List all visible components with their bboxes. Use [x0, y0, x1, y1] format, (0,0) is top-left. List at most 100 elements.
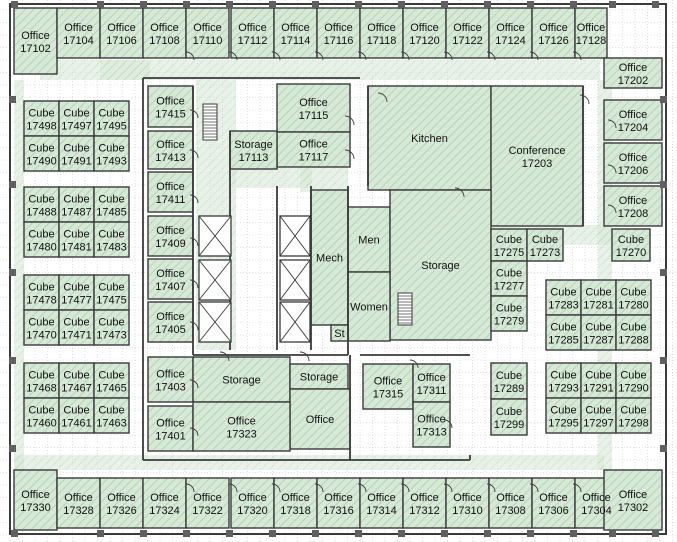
room-17471[interactable]: [58, 309, 95, 346]
room-17289[interactable]: [490, 362, 528, 400]
room-17497[interactable]: [58, 100, 95, 137]
room-17409[interactable]: [147, 215, 194, 257]
room-17126[interactable]: [531, 7, 576, 59]
room-17299[interactable]: [490, 398, 528, 436]
room-number-label: 17497: [61, 121, 92, 133]
room-17306[interactable]: [531, 477, 576, 529]
room-17273[interactable]: [526, 228, 564, 262]
room-17208[interactable]: [603, 185, 663, 227]
room-17478[interactable]: [23, 274, 60, 311]
room-17293[interactable]: [545, 362, 582, 399]
room-17405[interactable]: [147, 301, 194, 343]
room-17467[interactable]: [58, 362, 95, 399]
room-17477[interactable]: [58, 274, 95, 311]
room-17202[interactable]: [603, 57, 663, 89]
room-17481[interactable]: [58, 221, 95, 258]
room-17302[interactable]: [603, 469, 663, 531]
room-17326[interactable]: [99, 477, 144, 529]
room-number-label: 17279: [494, 316, 525, 328]
room-storage[interactable]: [289, 363, 349, 390]
room-17487[interactable]: [58, 186, 95, 223]
room-17483[interactable]: [93, 221, 130, 258]
door-swing: [185, 483, 195, 493]
room-17288[interactable]: [615, 314, 652, 351]
structural-column: [97, 1, 104, 8]
room-17124[interactable]: [488, 7, 533, 59]
room-17470[interactable]: [23, 309, 60, 346]
room-17322[interactable]: [185, 477, 230, 529]
room-17468[interactable]: [23, 362, 60, 399]
room-number-label: 17270: [616, 247, 647, 259]
room-17313[interactable]: [412, 401, 451, 448]
room-17118[interactable]: [359, 7, 404, 59]
room-17403[interactable]: [147, 356, 194, 403]
room-17312[interactable]: [402, 477, 447, 529]
room-17298[interactable]: [615, 397, 652, 434]
room-number-label: 17118: [367, 35, 397, 47]
room-17460[interactable]: [23, 397, 60, 434]
room-17316[interactable]: [316, 477, 361, 529]
room-17297[interactable]: [580, 397, 617, 434]
room-type-label: Cube: [63, 317, 89, 329]
room-17485[interactable]: [93, 186, 130, 223]
room-17122[interactable]: [445, 7, 490, 59]
room-number-label: 17465: [96, 383, 127, 395]
room-17206[interactable]: [603, 142, 663, 184]
door-swing: [228, 483, 238, 493]
elevator-cross: [198, 215, 232, 257]
room-17493[interactable]: [93, 135, 130, 172]
room-type-label: Office: [107, 22, 136, 34]
room-storage[interactable]: [192, 356, 291, 403]
room-type-label: Mech: [316, 253, 343, 265]
room-17102[interactable]: [13, 7, 58, 75]
room-17411[interactable]: [147, 171, 194, 213]
room-17291[interactable]: [580, 362, 617, 399]
room-17114[interactable]: [273, 7, 318, 59]
room-17461[interactable]: [58, 397, 95, 434]
room-17110[interactable]: [185, 7, 230, 59]
room-17290[interactable]: [615, 362, 652, 399]
room-17311[interactable]: [412, 363, 451, 403]
room-17277[interactable]: [490, 260, 528, 297]
room-number-label: 17498: [26, 121, 57, 133]
room-17120[interactable]: [402, 7, 447, 59]
room-17330[interactable]: [13, 469, 58, 531]
room-17106[interactable]: [99, 7, 144, 59]
room-number-label: 17461: [61, 418, 92, 430]
room-17128[interactable]: [574, 7, 608, 59]
room-type-label: Cube: [28, 229, 54, 241]
room-17465[interactable]: [93, 362, 130, 399]
room-17108[interactable]: [142, 7, 187, 59]
room-17401[interactable]: [147, 405, 194, 452]
room-17203[interactable]: [490, 85, 584, 227]
room-mech[interactable]: [310, 189, 349, 326]
room-number-label: 17470: [26, 330, 57, 342]
room-17328[interactable]: [56, 477, 101, 529]
room-17116[interactable]: [316, 7, 361, 59]
room-17204[interactable]: [603, 99, 663, 141]
room-17491[interactable]: [58, 135, 95, 172]
room-17279[interactable]: [490, 295, 528, 332]
room-number-label: 17289: [494, 383, 525, 395]
room-women[interactable]: [347, 271, 391, 342]
room-17112[interactable]: [230, 7, 275, 59]
room-17323[interactable]: [192, 401, 291, 452]
room-type-label: Storage: [421, 260, 460, 272]
room-17318[interactable]: [273, 477, 318, 529]
room-17295[interactable]: [545, 397, 582, 434]
room-17324[interactable]: [142, 477, 187, 529]
room-type-label: Cube: [98, 405, 124, 417]
room-office[interactable]: [289, 388, 351, 450]
room-number-label: 17275: [494, 247, 525, 259]
room-number-label: 17290: [618, 383, 649, 395]
room-17463[interactable]: [93, 397, 130, 434]
room-17314[interactable]: [359, 477, 404, 529]
room-17115[interactable]: [276, 83, 351, 133]
room-number-label: 17314: [366, 505, 397, 517]
room-17270[interactable]: [611, 228, 651, 262]
elevator-cross: [279, 259, 311, 301]
room-type-label: Cube: [585, 322, 611, 334]
room-17283[interactable]: [545, 279, 582, 316]
room-17310[interactable]: [445, 477, 490, 529]
room-17473[interactable]: [93, 309, 130, 346]
